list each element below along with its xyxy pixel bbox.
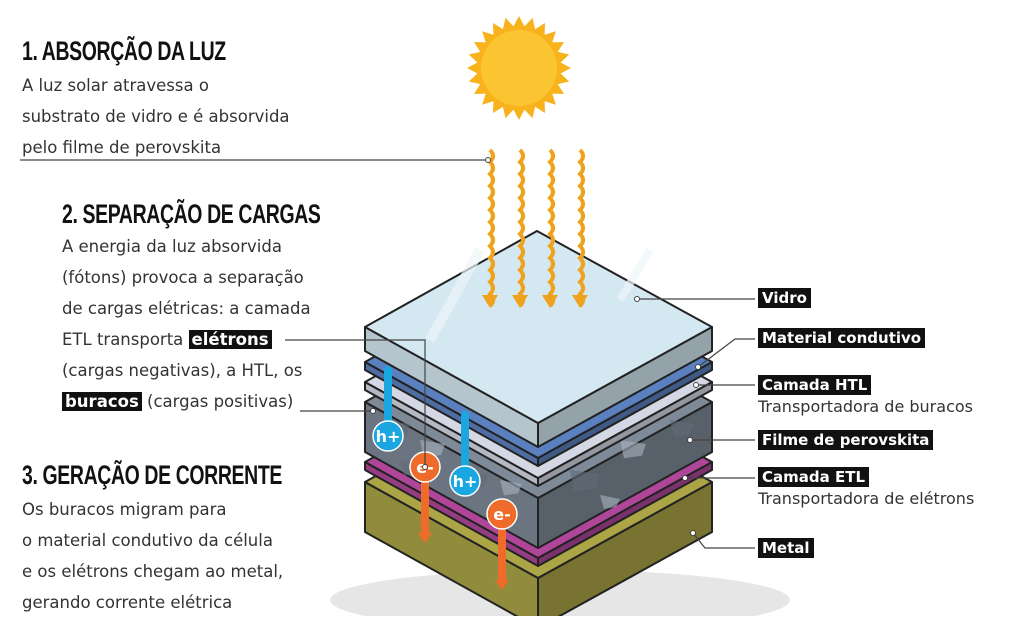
electron-particle-ball [486, 498, 518, 530]
text-absorcao: A luz solar atravessa o substrato de vid… [22, 70, 290, 163]
label-name: Material condutivo [758, 328, 926, 348]
hole-particle-trail [384, 366, 392, 426]
arrow-down-icon [572, 295, 588, 308]
light-ray [487, 148, 495, 308]
leader-dot [370, 408, 376, 414]
label-desc: Transportadora de buracos [758, 397, 973, 416]
perovskite-grain [600, 495, 620, 509]
text-line: buracos (cargas positivas) [62, 386, 311, 417]
layer-glass-top-face [364, 230, 713, 424]
heading-absorcao: 1. ABSORÇÃO DA LUZ [22, 36, 226, 66]
layer-glass [364, 230, 713, 448]
text-fragment: ETL transporta [62, 330, 189, 349]
text-line: ETL transporta elétrons [62, 324, 311, 355]
perovskite-grain [570, 470, 600, 491]
glass-glint [425, 247, 485, 343]
arrow-down-icon [482, 295, 498, 308]
label-name: Vidro [758, 288, 811, 308]
text-separacao: A energia da luz absorvida (fótons) prov… [62, 231, 311, 417]
leader-dot [690, 530, 696, 536]
label-name: Filme de perovskita [758, 430, 934, 450]
text-line: pelo filme de perovskita [22, 138, 222, 157]
text-line: (fótons) provoca a separação [62, 268, 304, 287]
light-ray [577, 148, 585, 308]
leader-dot [687, 437, 693, 443]
leader-dot [634, 296, 640, 302]
electron-particle-trail [498, 524, 506, 582]
text-line: o material condutivo da célula [22, 531, 273, 550]
text-line: gerando corrente elétrica [22, 593, 233, 612]
hole-particle-ball [449, 465, 481, 497]
label-camada-etl: Camada ETL Transportadora de elétrons [758, 467, 974, 508]
text-line: substrato de vidro e é absorvida [22, 107, 290, 126]
leader-dot [422, 464, 428, 470]
arrow-down-icon [418, 533, 432, 543]
sun-disc [481, 30, 557, 106]
leader-line [692, 532, 755, 549]
perovskite-grain [620, 440, 646, 459]
perovskite-grain [670, 420, 694, 437]
arrow-down-icon [495, 580, 509, 590]
leader-dot [693, 382, 699, 388]
label-vidro: Vidro [758, 288, 811, 308]
leader-dot [682, 475, 688, 481]
light-ray [547, 148, 555, 308]
label-metal: Metal [758, 538, 814, 558]
text-line: Os buracos migram para [22, 500, 227, 519]
label-material-condutivo: Material condutivo [758, 328, 926, 348]
hole-particle-ball [372, 420, 404, 452]
text-geracao: Os buracos migram para o material condut… [22, 494, 283, 618]
light-ray [517, 148, 525, 308]
text-fragment: (cargas positivas) [141, 392, 294, 411]
heading-geracao: 3. GERAÇÃO DE CORRENTE [22, 460, 282, 490]
highlight-holes: buracos [62, 392, 142, 411]
leader-dot [485, 157, 491, 163]
text-line: A energia da luz absorvida [62, 237, 282, 256]
label-filme-perovskita: Filme de perovskita [758, 430, 934, 450]
hole-particle-symbol: h+ [376, 427, 401, 446]
leader-line [697, 338, 755, 368]
leader-dot [695, 364, 701, 370]
leader-line [285, 339, 426, 467]
text-line: de cargas elétricas: a camada [62, 299, 311, 318]
electron-particle-symbol: e- [493, 505, 511, 524]
highlight-electrons: elétrons [188, 330, 272, 349]
label-desc: Transportadora de elétrons [758, 489, 975, 508]
text-line: (cargas negativas), a HTL, os [62, 361, 303, 380]
hole-particle-trail [461, 411, 469, 471]
text-line: A luz solar atravessa o [22, 76, 209, 95]
electron-particle-trail [421, 477, 429, 535]
perovskite-grain [500, 480, 522, 496]
label-name: Camada HTL [758, 375, 872, 395]
hole-particle: h+ [449, 411, 481, 497]
label-name: Camada ETL [758, 467, 870, 487]
label-name: Metal [758, 538, 814, 558]
label-camada-htl: Camada HTL Transportadora de buracos [758, 375, 973, 416]
text-line: e os elétrons chegam ao metal, [22, 562, 284, 581]
electron-particle: e- [486, 498, 518, 590]
sun-icon [467, 16, 571, 120]
hole-particle-symbol: h+ [453, 472, 478, 491]
arrow-down-icon [542, 295, 558, 308]
glass-glint [616, 247, 654, 303]
arrow-down-icon [512, 295, 528, 308]
hole-particle: h+ [372, 366, 404, 452]
heading-separacao: 2. SEPARAÇÃO DE CARGAS [62, 199, 321, 229]
